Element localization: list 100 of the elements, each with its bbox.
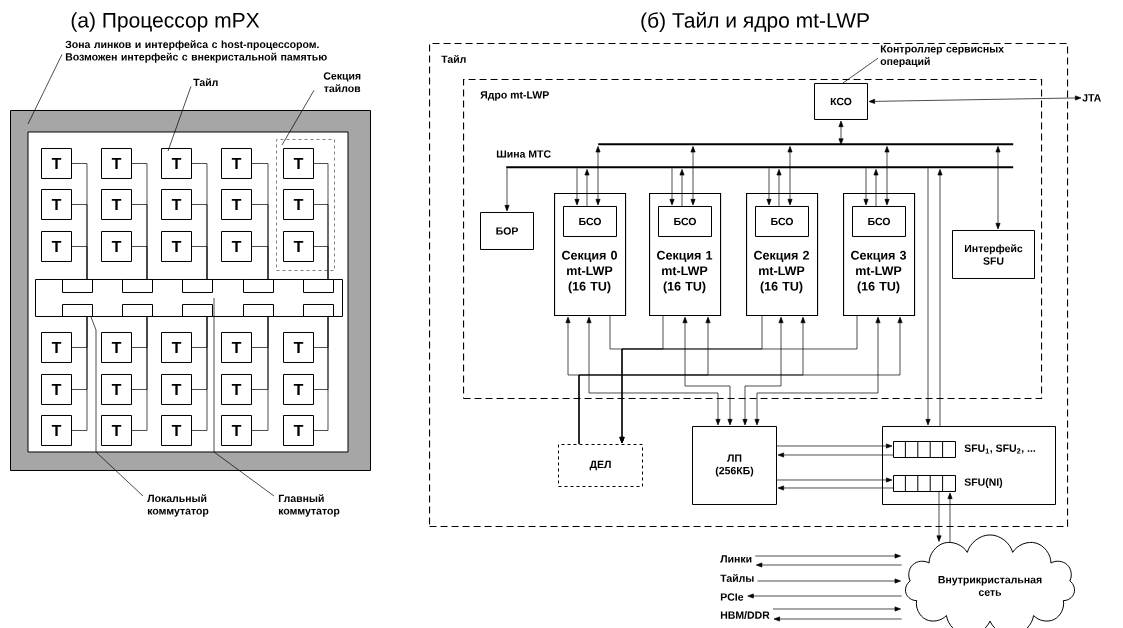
arrow: [777, 485, 894, 491]
arrow: [776, 477, 893, 483]
tile-box: Т: [101, 332, 132, 363]
block-box: БСО: [563, 206, 617, 237]
switch-box: [243, 304, 274, 317]
tile-box: Т: [101, 415, 132, 446]
arrow: [773, 616, 902, 622]
arrow: [619, 315, 858, 444]
block-box: ЛП (256КБ): [692, 426, 777, 505]
tile-box: Т: [101, 374, 132, 405]
port-label: HBM/DDR: [720, 611, 770, 619]
arrow: [873, 169, 879, 207]
block-box: БСО: [852, 206, 906, 237]
callout-text: Тайл: [193, 78, 218, 87]
block-box: БСО: [755, 206, 809, 237]
switch-box: [303, 304, 334, 317]
queue-label: SFU$_{1}$, SFU$_{2}$, ...: [964, 444, 1036, 454]
port-label: PCIe: [720, 593, 744, 601]
connector-line: [313, 316, 329, 431]
arrow: [574, 168, 580, 206]
arrow: [787, 146, 793, 206]
port-label: Линки: [720, 555, 752, 563]
arrow: [947, 492, 953, 543]
tile-box: Т: [221, 148, 252, 179]
arrow: [669, 168, 675, 206]
tile-box: Т: [161, 189, 192, 220]
tile-box: Т: [221, 374, 252, 405]
arrow: [776, 443, 893, 449]
leader-line: [167, 85, 192, 152]
switch-box: [62, 279, 93, 293]
arrow: [766, 168, 772, 206]
tile-box: Т: [221, 415, 252, 446]
tile-box: Т: [283, 374, 314, 405]
arrow: [504, 168, 510, 212]
tile-box: Т: [161, 374, 192, 405]
tile-box: Т: [41, 415, 72, 446]
arrow: [868, 95, 1082, 104]
connector-line: [313, 246, 329, 280]
tile-box: Т: [221, 231, 252, 262]
switch-box: [122, 304, 153, 317]
connector-line: [251, 246, 269, 280]
port-label: Тайлы: [720, 574, 754, 582]
tile-box: Т: [283, 231, 314, 262]
tile-box: Т: [161, 415, 192, 446]
tile-box: Т: [161, 231, 192, 262]
tile-box: Т: [41, 332, 72, 363]
arrow: [742, 316, 784, 426]
arrow: [584, 169, 590, 207]
arrow: [863, 168, 869, 206]
block-box: БОР: [480, 212, 534, 250]
arrow: [757, 578, 901, 584]
connector-line: [71, 316, 88, 431]
arrow: [682, 316, 733, 426]
leader-line: [842, 57, 879, 84]
tile-box: Т: [41, 189, 72, 220]
switch-box: [303, 279, 334, 293]
leader-line: [90, 316, 144, 497]
arrow: [679, 169, 685, 207]
connector-line: [191, 316, 208, 431]
connector-line: [131, 316, 148, 431]
arrow: [755, 562, 902, 568]
tile-box: Т: [161, 332, 192, 363]
tile-box: Т: [101, 189, 132, 220]
port-label: JTA: [1082, 94, 1101, 102]
arrow: [690, 146, 696, 206]
arrow: [937, 169, 943, 427]
connector-line: [131, 246, 148, 280]
switch-box: [182, 279, 213, 293]
block-box: БСО: [658, 206, 712, 237]
arrow: [578, 316, 903, 445]
arrow: [586, 316, 721, 426]
block-box: КСО: [814, 83, 868, 120]
switch-box: [182, 304, 213, 317]
tile-box: Т: [283, 148, 314, 179]
arrow: [838, 120, 844, 145]
panel-title: (а) Процессор mPX: [71, 12, 260, 32]
arrow: [776, 169, 782, 207]
tile-box: Т: [161, 148, 192, 179]
tile-box: Т: [101, 231, 132, 262]
arrow: [925, 168, 931, 426]
callout-text: Главный коммутатор: [278, 494, 340, 517]
arrow: [754, 553, 901, 559]
arrow: [995, 146, 1001, 230]
tile-box: Т: [221, 189, 252, 220]
tile-box: Т: [41, 231, 72, 262]
switch-box: [122, 279, 153, 293]
arrow: [754, 316, 881, 426]
arrow: [595, 146, 601, 206]
dashed-box: ДЕЛ: [558, 444, 643, 487]
tile-box: Т: [41, 148, 72, 179]
leader-line: [27, 54, 63, 125]
arrow: [936, 491, 942, 542]
leader-line: [213, 297, 275, 497]
leader-line: [281, 90, 315, 146]
arrow: [772, 606, 901, 612]
connector-line: [251, 316, 269, 431]
tile-box: Т: [283, 332, 314, 363]
dashed-frame: [276, 139, 335, 271]
callout-text: Контроллер сервисных операций: [880, 45, 1004, 68]
tile-box: Т: [283, 189, 314, 220]
